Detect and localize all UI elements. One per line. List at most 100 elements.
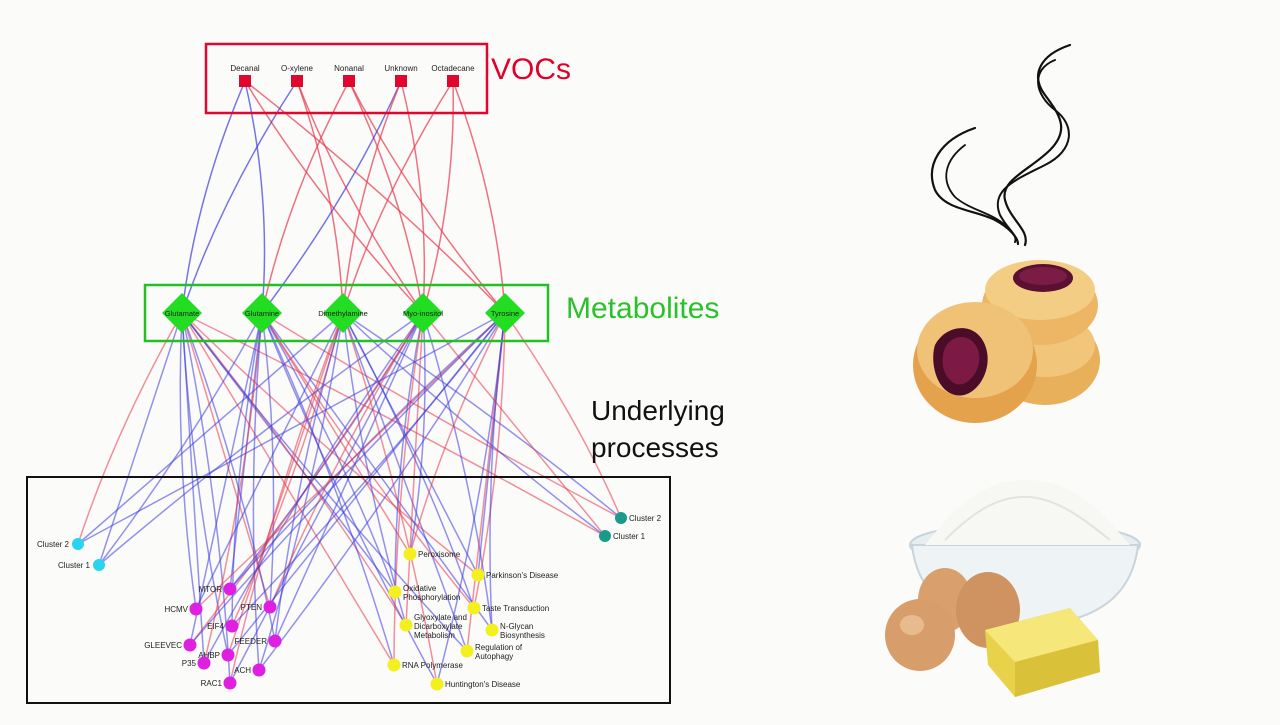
edge <box>77 312 506 545</box>
process-box <box>26 476 671 704</box>
metabolite-node-label: Glutamine <box>245 309 279 318</box>
pathway-node-label: P35 <box>182 659 197 668</box>
voc-node <box>395 75 407 87</box>
pathway-node-label: PTEN <box>241 603 263 612</box>
pathway-node-label: Parkinson's Disease <box>486 571 559 580</box>
metabolite-node <box>242 293 282 333</box>
edge <box>98 312 424 566</box>
edge <box>261 312 438 685</box>
edge <box>342 312 468 652</box>
edge-layer <box>77 80 622 685</box>
metabolite-node-label: Glutamate <box>165 309 200 318</box>
edge <box>181 312 231 684</box>
pathway-node <box>388 585 402 599</box>
edge <box>405 312 424 626</box>
edge <box>504 312 622 519</box>
edge <box>342 312 606 537</box>
pathway-node <box>399 618 413 632</box>
pathway-node <box>183 638 197 652</box>
edge <box>77 312 344 545</box>
edge <box>261 312 396 593</box>
metabolite-node-label: Dimethylamine <box>318 309 368 318</box>
edge <box>394 312 424 593</box>
edge <box>342 312 438 685</box>
pathway-node <box>189 602 203 616</box>
edge <box>489 312 506 631</box>
edge <box>261 312 395 666</box>
edge <box>229 312 424 684</box>
edge <box>261 312 275 608</box>
edge <box>342 80 454 314</box>
metabolite-box <box>143 283 550 343</box>
edge <box>98 312 183 566</box>
cluster-node-label: Cluster 1 <box>58 561 91 570</box>
scones-icon <box>913 260 1100 423</box>
metabolite-node <box>323 293 363 333</box>
edge <box>244 80 266 314</box>
metabolite-node <box>162 293 202 333</box>
voc-node <box>291 75 303 87</box>
edge <box>348 80 506 314</box>
metabolites-heading: Metabolites <box>566 292 720 325</box>
pathway-node-label: RAC1 <box>201 679 223 688</box>
edge <box>195 312 344 610</box>
pathway-node <box>471 568 485 582</box>
edge <box>409 312 426 555</box>
edge <box>422 312 493 631</box>
edge <box>296 80 424 314</box>
pathway-node-label: GLEEVEC <box>144 641 182 650</box>
pathway-node-label: MTOR <box>199 585 223 594</box>
cluster-node-label: Cluster 2 <box>629 514 662 523</box>
metabolite-node <box>403 293 443 333</box>
voc-node <box>239 75 251 87</box>
voc-heading: VOCs <box>491 53 572 86</box>
edge <box>181 80 298 314</box>
edge <box>203 312 424 664</box>
cluster-node-label: Cluster 2 <box>37 540 70 549</box>
pathway-node <box>430 677 444 691</box>
cluster-node <box>599 530 611 542</box>
voc-node-label: Decanal <box>230 64 260 73</box>
edge <box>296 80 344 314</box>
voc-node-label: Octadecane <box>431 64 475 73</box>
processes-heading: Underlying processes <box>591 392 725 466</box>
metabolite-node-label: Tyrosine <box>491 309 519 318</box>
processes-heading-line1: Underlying <box>591 395 725 426</box>
edge <box>409 312 506 555</box>
edge <box>189 312 424 646</box>
metabolite-node <box>485 293 525 333</box>
voc-node <box>447 75 459 87</box>
cluster-node <box>615 512 627 524</box>
cluster-node <box>72 538 84 550</box>
pathway-node <box>263 600 277 614</box>
processes-heading-line2: processes <box>591 432 719 463</box>
pathway-node <box>403 547 417 561</box>
edge <box>181 312 407 626</box>
ingredients-icon <box>885 479 1141 697</box>
pathway-node <box>223 582 237 596</box>
pathway-node <box>460 644 474 658</box>
metabolite-node-label: Myo-inositol <box>403 309 443 318</box>
edge <box>181 312 479 576</box>
edge <box>261 312 475 609</box>
pathway-node-label: EIF4 <box>207 622 224 631</box>
edge <box>181 312 468 652</box>
voc-node-label: Unknown <box>384 64 417 73</box>
pathway-node-label: Peroxisome <box>418 550 461 559</box>
voc-node <box>343 75 355 87</box>
pathway-node <box>467 601 481 615</box>
edge <box>452 80 506 314</box>
edge <box>181 80 246 314</box>
pathway-node <box>252 663 266 677</box>
cluster-node <box>93 559 105 571</box>
cluster-node-label: Cluster 1 <box>613 532 646 541</box>
edge <box>400 80 426 314</box>
pathway-node <box>225 619 239 633</box>
voc-box <box>204 42 489 115</box>
